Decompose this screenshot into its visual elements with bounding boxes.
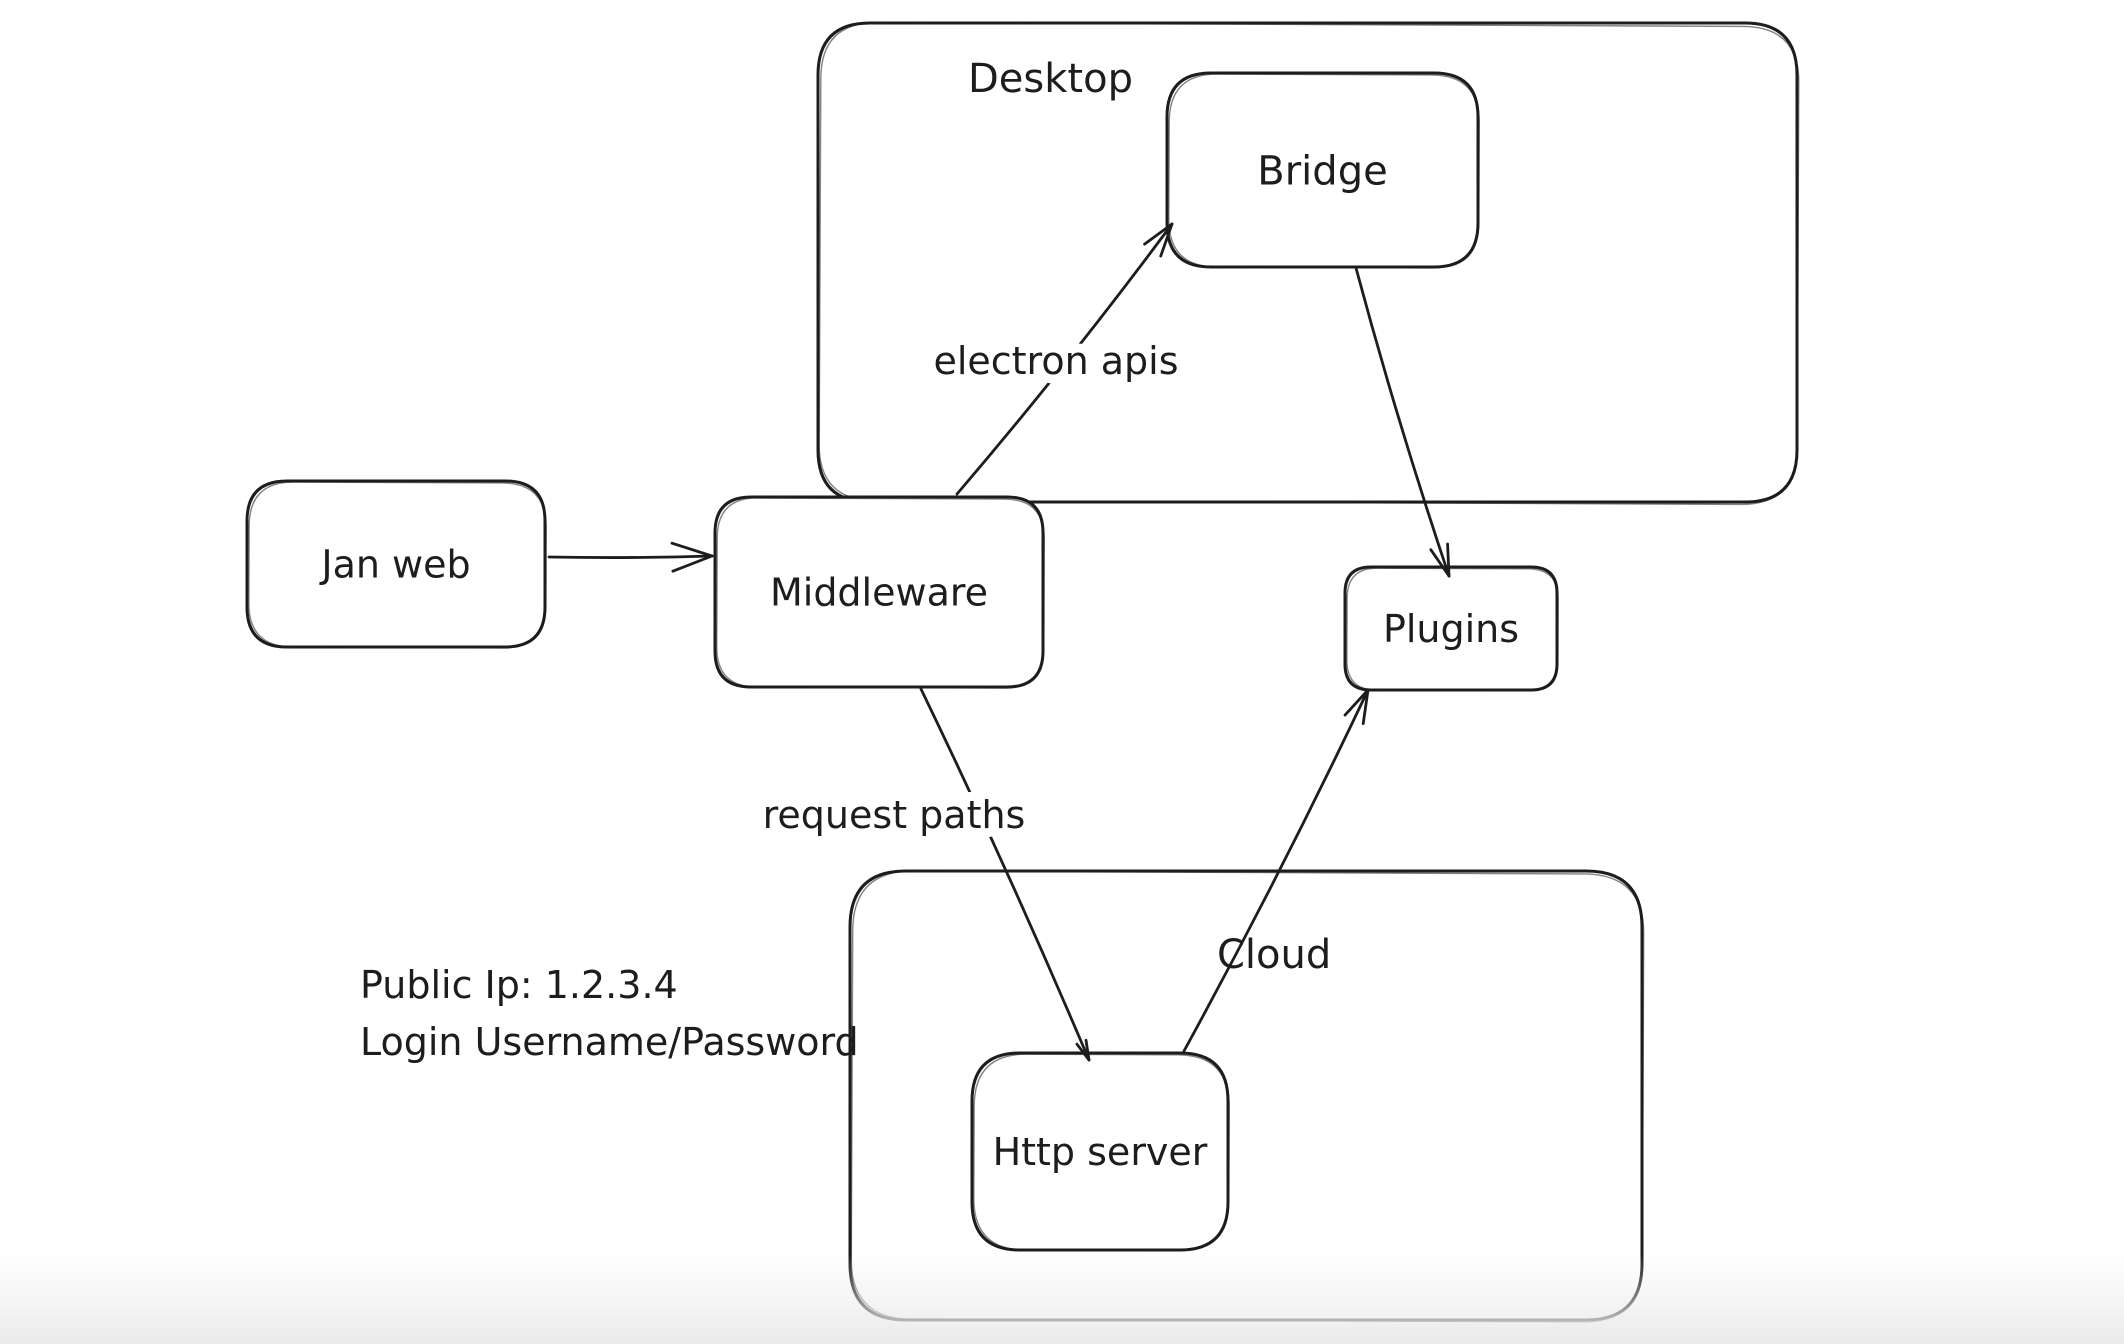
node-bridge[interactable]: Bridge	[1165, 71, 1480, 269]
edge-line	[1354, 266, 1451, 578]
edge-middleware-to-http-server[interactable]: request paths	[754, 687, 1091, 1062]
box-outline-sketch	[1346, 567, 1559, 692]
edge-http-server-to-plugins[interactable]	[1182, 688, 1370, 1053]
arrowhead	[1446, 542, 1451, 578]
edge-middleware-to-bridge[interactable]: electron apis	[924, 222, 1188, 496]
arrowhead	[671, 554, 714, 573]
box-outline-sketch	[1168, 73, 1480, 269]
box-outline-sketch	[716, 497, 1045, 689]
edge-line	[1182, 688, 1370, 1053]
box-outline	[970, 1051, 1230, 1252]
box-outline	[713, 495, 1045, 689]
arrowhead	[1075, 1042, 1091, 1062]
arrowhead	[1159, 222, 1174, 258]
arrowhead	[1343, 688, 1370, 717]
arrowhead	[1084, 1038, 1091, 1062]
node-label-http-server: Http server	[993, 1130, 1208, 1174]
edge-jan-web-to-middleware[interactable]	[547, 541, 714, 573]
node-label-plugins: Plugins	[1383, 607, 1519, 651]
arrowhead	[1429, 548, 1451, 578]
edge-label-middleware-to-bridge: electron apis	[933, 339, 1178, 383]
edge-line	[919, 687, 1091, 1062]
annotation-text-public-ip: Public Ip: 1.2.3.4	[360, 963, 678, 1007]
box-outline	[816, 21, 1799, 504]
container-cloud[interactable]: Cloud	[848, 869, 1645, 1323]
box-outline	[1343, 565, 1559, 692]
box-outline-sketch	[818, 21, 1800, 506]
node-label-middleware: Middleware	[770, 571, 988, 615]
annotation-public-ip[interactable]: Public Ip: 1.2.3.4	[360, 963, 678, 1007]
box-outline	[245, 479, 547, 649]
node-label-bridge: Bridge	[1257, 148, 1387, 194]
node-jan-web[interactable]: Jan web	[245, 479, 547, 649]
box-outline-sketch	[973, 1053, 1230, 1252]
node-middleware[interactable]: Middleware	[713, 495, 1045, 689]
container-label-desktop: Desktop	[968, 56, 1133, 102]
container-desktop[interactable]: Desktop	[816, 21, 1800, 506]
edge-bridge-to-plugins[interactable]	[1354, 266, 1451, 578]
arrowhead	[1361, 688, 1370, 726]
edge-label-middleware-to-http-server: request paths	[763, 793, 1026, 837]
node-http-server[interactable]: Http server	[970, 1051, 1230, 1252]
box-outline	[1165, 71, 1480, 269]
edge-line	[547, 554, 714, 559]
node-plugins[interactable]: Plugins	[1343, 565, 1559, 692]
arrowhead	[1143, 222, 1174, 246]
annotation-login[interactable]: Login Username/Password	[360, 1020, 859, 1064]
arrowhead	[670, 541, 714, 558]
edge-line	[955, 222, 1174, 496]
node-label-jan-web: Jan web	[319, 543, 470, 587]
box-outline-sketch	[248, 481, 547, 649]
annotation-text-login: Login Username/Password	[360, 1020, 859, 1064]
